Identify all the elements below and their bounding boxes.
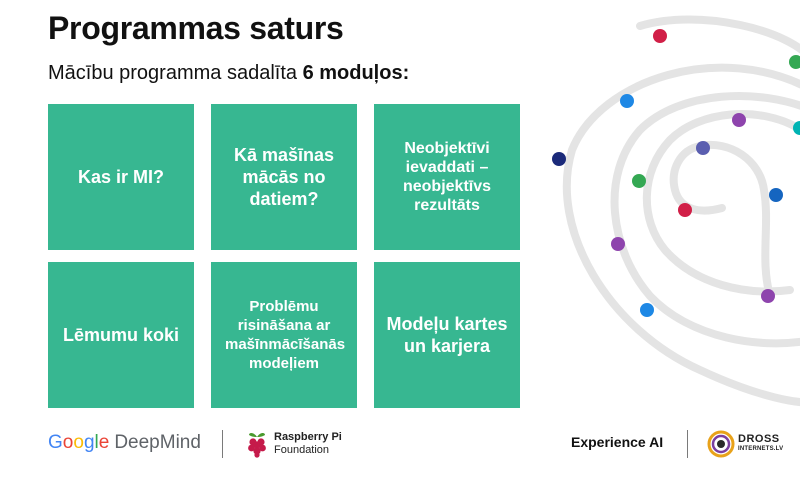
google-letter: o: [73, 432, 84, 453]
google-letter: e: [98, 432, 110, 453]
google-letter: g: [83, 432, 95, 453]
module-tile-5: Problēmu risināšana ar mašīnmācīšanās mo…: [211, 262, 357, 408]
slide-subtitle: Mācību programma sadalīta 6 moduļos:: [48, 62, 409, 85]
footer-divider: [687, 430, 688, 458]
module-tile-4: Lēmumu koki: [48, 262, 194, 408]
experience-ai-logo: Experience AI: [571, 434, 664, 450]
dross-line-2: INTERNETS.LV: [738, 446, 784, 452]
module-tile-3: Neobjektīvi ievaddati – neobjektīvs rezu…: [374, 104, 520, 250]
raspberry-pi-logo-icon: [248, 432, 266, 458]
module-label: Kā mašīnas mācās no datiem?: [233, 145, 335, 209]
rpi-line-2: Foundation: [274, 444, 330, 456]
subtitle-text: Mācību programma sadalīta: [48, 62, 303, 84]
footer-divider: [222, 430, 223, 458]
spiral-decoration: [552, 15, 800, 406]
module-label: Lēmumu koki: [62, 325, 180, 345]
module-label: Problēmu risināšana ar mašīnmācīšanās mo…: [225, 298, 346, 372]
deepmind-wordmark: DeepMind: [114, 432, 201, 453]
dross-line-1: DROSS: [738, 433, 780, 445]
google-letter: G: [48, 432, 63, 453]
module-label: Kas ir MI?: [77, 167, 165, 187]
dross-wordmark: DROSS INTERNETS.LV: [738, 433, 783, 453]
module-label: Modeļu kartes un karjera: [386, 314, 508, 356]
dross-logo-icon: [707, 430, 735, 458]
google-letter: l: [94, 432, 99, 453]
module-tile-6: Modeļu kartes un karjera: [374, 262, 520, 408]
modules-grid: Kas ir MI? Kā mašīnas mācās no datiem? N…: [48, 104, 520, 408]
module-tile-2: Kā mašīnas mācās no datiem?: [211, 104, 357, 250]
raspberry-pi-foundation-text: Raspberry Pi Foundation: [274, 431, 342, 457]
rpi-line-1: Raspberry Pi: [274, 431, 342, 443]
google-wordmark: Google: [48, 432, 109, 453]
module-label: Neobjektīvi ievaddati – neobjektīvs rezu…: [402, 140, 492, 214]
module-tile-1: Kas ir MI?: [48, 104, 194, 250]
google-letter: o: [62, 432, 74, 453]
subtitle-bold: 6 moduļos:: [302, 62, 410, 84]
slide-title: Programmas saturs: [48, 10, 344, 46]
